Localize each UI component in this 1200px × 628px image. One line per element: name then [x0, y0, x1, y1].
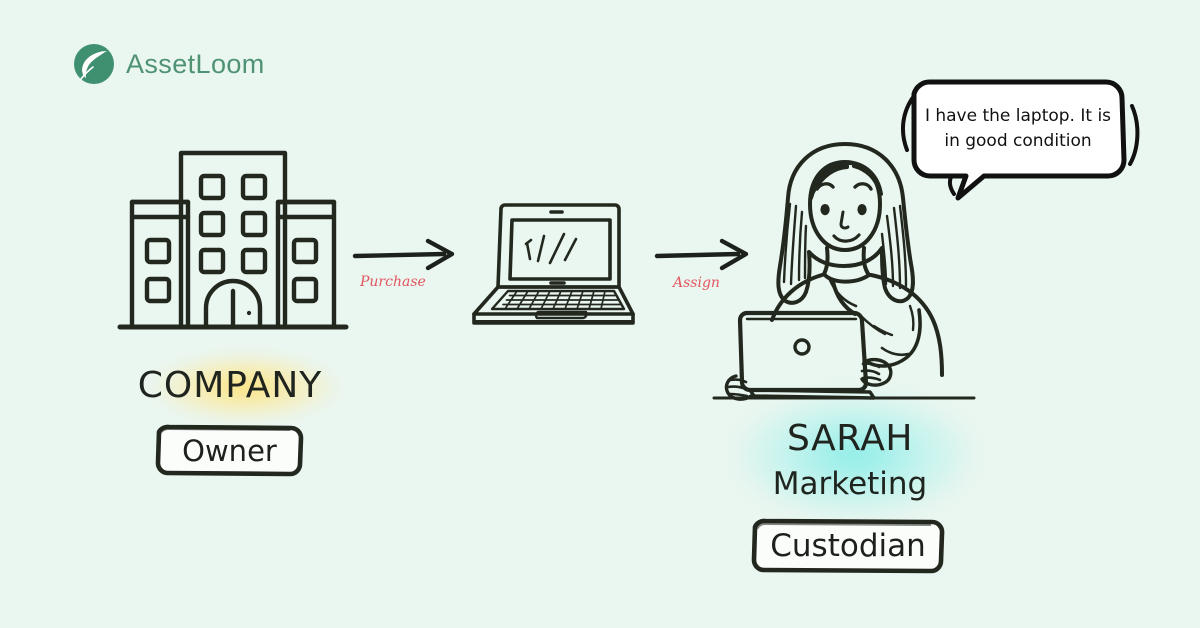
brand-name: AssetLoom — [126, 48, 265, 79]
woman-with-laptop-icon — [714, 130, 974, 405]
badge-outline-icon — [155, 424, 304, 477]
company-role-badge: Owner — [148, 424, 311, 477]
leaf-in-circle-icon — [74, 44, 114, 84]
arrow-right-icon — [654, 238, 754, 270]
speech-bubble-text: I have the laptop. It is in good conditi… — [924, 106, 1112, 151]
company-title: COMPANY — [137, 365, 323, 406]
person-role-badge: Custodian — [744, 518, 952, 574]
speech-bubble: I have the laptop. It is in good conditi… — [892, 78, 1144, 203]
speech-bubble-icon — [892, 78, 1144, 203]
office-building-icon — [118, 140, 348, 340]
person-name: SARAH — [787, 418, 913, 459]
arrow-right-icon — [352, 238, 462, 270]
arrow-label-purchase: Purchase — [360, 274, 426, 290]
brand-logo: AssetLoom — [72, 42, 265, 86]
badge-outline-icon — [751, 518, 945, 574]
laptop-icon — [452, 195, 642, 335]
person-department: Marketing — [772, 466, 928, 502]
arrow-label-assign: Assign — [673, 275, 720, 291]
person-role-label: Custodian — [770, 528, 926, 564]
company-role-label: Owner — [182, 433, 277, 468]
